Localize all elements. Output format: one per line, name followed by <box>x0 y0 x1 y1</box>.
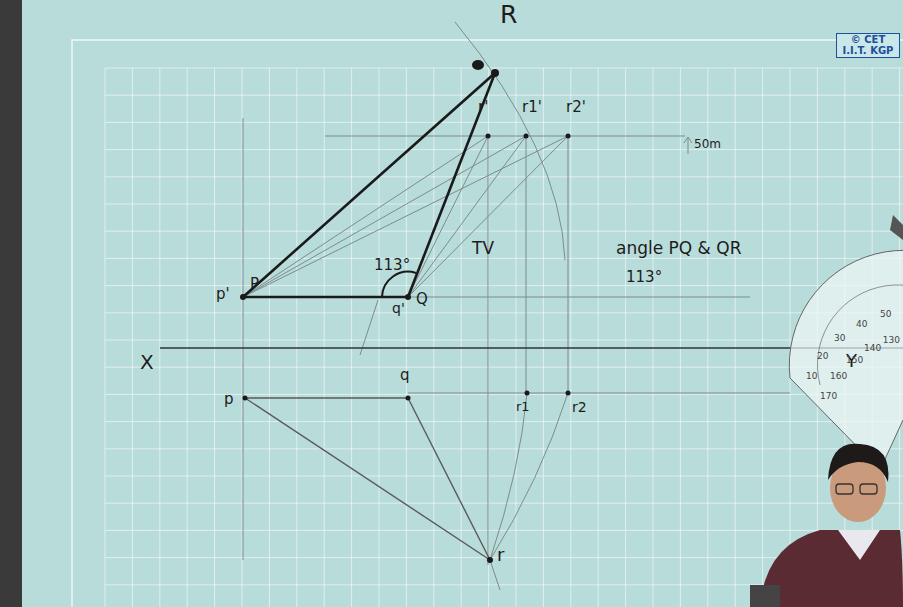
grid-line <box>598 68 599 607</box>
protractor-scale: 130 <box>883 336 900 345</box>
grid-line <box>625 68 626 607</box>
grid-line <box>461 68 462 607</box>
point-label: Q <box>416 292 428 308</box>
grid-line <box>105 312 903 313</box>
frame <box>72 40 903 607</box>
point-label: r2 <box>572 400 587 415</box>
grid-line <box>105 340 903 341</box>
grid-line <box>790 68 791 607</box>
board-edge <box>0 0 22 607</box>
grid-line <box>488 68 489 607</box>
protractor-scale: 50 <box>880 310 891 319</box>
grid-line <box>187 68 188 607</box>
grid-line <box>159 68 160 607</box>
grid-line <box>653 68 654 607</box>
grid <box>105 68 903 607</box>
grid-line <box>351 68 352 607</box>
true-length-triangle <box>243 73 495 297</box>
point-label: r1' <box>522 100 542 116</box>
grid-line <box>680 68 681 607</box>
grid-line <box>105 231 903 232</box>
grid-line <box>324 68 325 607</box>
protractor-scale: 170 <box>820 392 837 401</box>
grid-line <box>105 367 903 368</box>
view-label: TV <box>472 240 494 258</box>
point-label: R <box>500 2 517 28</box>
point-label: q' <box>392 301 405 316</box>
grid-line <box>105 285 903 286</box>
protractor-scale: 150 <box>846 356 863 365</box>
grid-line <box>570 68 571 607</box>
note: angle PQ & QR <box>616 240 741 258</box>
grid-line <box>105 530 903 531</box>
grid-line <box>105 68 106 607</box>
grid-line <box>105 503 903 504</box>
point-label: p <box>224 392 234 408</box>
angle-label: 113° <box>374 258 410 274</box>
grid-line <box>105 476 903 477</box>
point-label: p' <box>216 287 230 303</box>
grid-line <box>105 176 903 177</box>
construction-lines <box>243 22 790 590</box>
protractor-scale: 140 <box>864 344 881 353</box>
point-label: P <box>250 277 259 293</box>
point-label: r1 <box>516 400 530 414</box>
grid-line <box>105 448 903 449</box>
protractor-scale: 20 <box>817 352 828 361</box>
grid-line <box>105 204 903 205</box>
grid-line <box>105 149 903 150</box>
grid-line <box>296 68 297 607</box>
protractor-scale: 10 <box>806 372 817 381</box>
grid-line <box>379 68 380 607</box>
protractor-scale: 30 <box>834 334 845 343</box>
grid-line <box>242 68 243 607</box>
grid-line <box>762 68 763 607</box>
grid-line <box>433 68 434 607</box>
sheet <box>22 0 903 607</box>
grid-line <box>105 95 903 96</box>
points <box>240 60 571 563</box>
point-label: q <box>400 368 410 384</box>
protractor <box>789 250 903 470</box>
compass-tip <box>890 215 903 240</box>
grid-line <box>105 122 903 123</box>
grid-line <box>105 258 903 259</box>
top-view <box>245 398 490 560</box>
point-label: r2' <box>566 100 586 116</box>
protractor-scale: 40 <box>856 320 867 329</box>
grid-line <box>105 68 903 69</box>
dimension-arrow <box>684 137 692 154</box>
protractor-scale: 160 <box>830 372 847 381</box>
point-label: r <box>497 546 504 565</box>
grid-line <box>406 68 407 607</box>
note: 113° <box>626 270 662 286</box>
grid-line <box>735 68 736 607</box>
grid-line <box>269 68 270 607</box>
axis-label: X <box>140 352 154 373</box>
grid-line <box>132 68 133 607</box>
dimension: 50m <box>694 138 721 151</box>
watermark: © CET I.I.T. KGP <box>836 33 900 58</box>
presenter <box>750 444 903 607</box>
grid-line <box>214 68 215 607</box>
point-label: r' <box>478 100 488 116</box>
grid-line <box>105 421 903 422</box>
